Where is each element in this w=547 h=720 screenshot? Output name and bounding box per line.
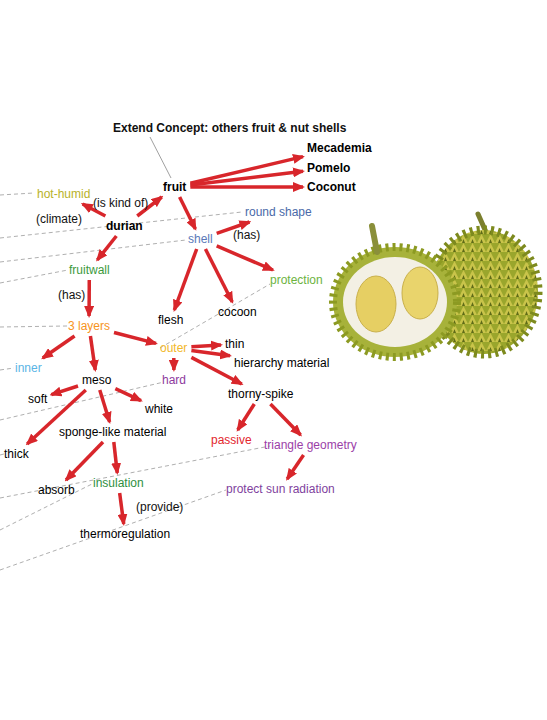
- concept-node: soft: [26, 391, 49, 407]
- leader-line: [150, 137, 171, 178]
- concept-text: shell: [188, 232, 213, 246]
- concept-text: protect sun radiation: [226, 482, 335, 496]
- concept-node: fruit: [161, 179, 188, 195]
- durian-illustration: [333, 214, 538, 357]
- concept-node: shell: [186, 231, 215, 247]
- edge-label: (provide): [136, 500, 183, 514]
- concept-node: hierarchy material: [232, 355, 331, 371]
- concept-text: thin: [225, 337, 244, 351]
- concept-node: flesh: [156, 312, 185, 328]
- concept-text: thermoregulation: [80, 527, 170, 541]
- concept-text: fruit: [163, 180, 186, 194]
- concept-text: soft: [28, 392, 47, 406]
- concept-text: Pomelo: [307, 161, 350, 175]
- concept-node: protect sun radiation: [224, 481, 337, 497]
- arrow-connector: [191, 350, 230, 355]
- concept-node: hot-humid: [35, 186, 92, 202]
- arrow-connector: [205, 249, 232, 302]
- arrow-connector: [270, 404, 300, 435]
- arrow-connector: [238, 404, 255, 430]
- concept-text: durian: [106, 219, 143, 233]
- concept-text: inner: [15, 361, 42, 375]
- arrow-connector: [190, 185, 303, 189]
- concept-text: thick: [4, 447, 29, 461]
- arrow-connector: [287, 455, 303, 479]
- arrow-connector: [115, 389, 141, 401]
- concept-text: hierarchy material: [234, 356, 329, 370]
- concept-node: protection: [268, 272, 325, 288]
- edge-label: (is kind of): [93, 196, 148, 210]
- concept-node: cocoon: [216, 304, 259, 320]
- concept-text: meso: [82, 373, 111, 387]
- concept-node: white: [143, 401, 175, 417]
- concept-node: 3 layers: [66, 318, 112, 334]
- edge-label: (has): [233, 228, 260, 242]
- concept-node: triangle geometry: [262, 437, 359, 453]
- concept-node: passive: [209, 432, 254, 448]
- arrow-connector: [180, 197, 196, 229]
- arrow-connector: [174, 249, 196, 310]
- concept-text: insulation: [93, 476, 144, 490]
- concept-node: thick: [2, 446, 31, 462]
- concept-node: thin: [223, 336, 246, 352]
- concept-text: triangle geometry: [264, 438, 357, 452]
- concept-text: Coconut: [307, 180, 356, 194]
- concept-text: cocoon: [218, 305, 257, 319]
- concept-node: absorb: [36, 482, 77, 498]
- concept-text: Mecademia: [307, 141, 372, 155]
- concept-text: absorb: [38, 483, 75, 497]
- concept-text: hot-humid: [37, 187, 90, 201]
- concept-node: hard: [160, 372, 188, 388]
- arrow-connector: [191, 345, 221, 347]
- arrow-connector: [100, 390, 110, 422]
- concept-text: 3 layers: [68, 319, 110, 333]
- concept-node: inner: [13, 360, 44, 376]
- concept-text: protection: [270, 273, 323, 287]
- arrow-connector: [114, 442, 117, 473]
- concept-text: hard: [162, 373, 186, 387]
- arrow-connector: [43, 336, 75, 358]
- concept-node: outer: [158, 340, 189, 356]
- arrow-connector: [87, 280, 91, 316]
- note-label: Extend Concept: others fruit & nut shell…: [113, 121, 346, 135]
- concept-text: thorny-spike: [228, 387, 293, 401]
- arrow-connector: [114, 333, 156, 344]
- arrow-connector: [51, 386, 78, 395]
- concept-node: round shape: [243, 204, 314, 220]
- concept-text: outer: [160, 341, 187, 355]
- concept-node: insulation: [91, 475, 146, 491]
- concept-node: Pomelo: [305, 160, 352, 176]
- concept-node: thermoregulation: [78, 526, 172, 542]
- edge-label: (has): [58, 288, 85, 302]
- arrow-connector: [172, 358, 176, 370]
- concept-node: thorny-spike: [226, 386, 295, 402]
- concept-node: fruitwall: [67, 262, 112, 278]
- concept-node: durian: [104, 218, 145, 234]
- concept-text: white: [145, 402, 173, 416]
- concept-node: Coconut: [305, 179, 358, 195]
- arrow-connector: [97, 236, 116, 260]
- concept-node: Mecademia: [305, 140, 374, 156]
- concept-node: sponge-like material: [57, 424, 168, 440]
- concept-text: passive: [211, 433, 252, 447]
- arrow-connector: [190, 171, 303, 185]
- concept-text: round shape: [245, 205, 312, 219]
- arrow-connector: [120, 493, 124, 524]
- arrow-connector: [66, 442, 103, 480]
- arrow-connector: [217, 246, 273, 270]
- concept-text: sponge-like material: [59, 425, 166, 439]
- concept-text: flesh: [158, 313, 183, 327]
- concept-node: meso: [80, 372, 113, 388]
- arrow-connector: [90, 336, 95, 370]
- edge-label: (climate): [36, 212, 82, 226]
- concept-text: fruitwall: [69, 263, 110, 277]
